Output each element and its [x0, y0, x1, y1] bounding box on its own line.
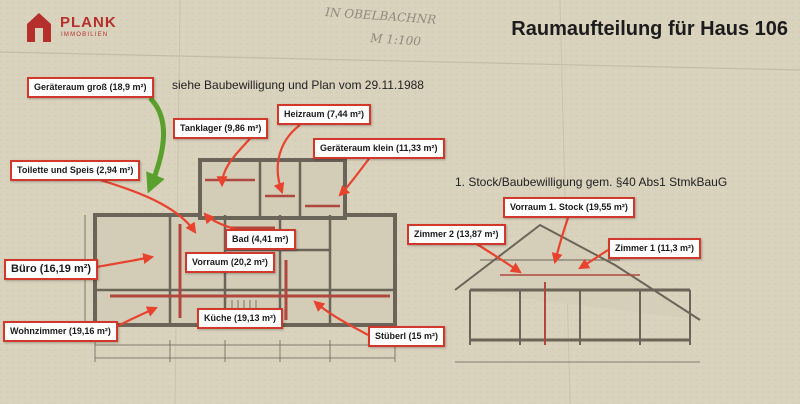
label-geraeteraum-gross: Geräteraum groß (18,9 m²): [27, 77, 154, 98]
label-heizraum: Heizraum (7,44 m²): [277, 104, 372, 125]
label-vorraum-1-stock: Vorraum 1. Stock (19,55 m²): [503, 197, 635, 218]
label-bad: Bad (4,41 m²): [225, 229, 296, 250]
label-stueberl: Stüberl (15 m²): [368, 326, 446, 347]
house-logo-icon: [27, 13, 51, 42]
label-toilette-speis: Toilette und Speis (2,94 m²): [10, 160, 141, 181]
brand-name: PLANK: [60, 14, 117, 31]
paper-fold: [0, 51, 800, 71]
label-zimmer-1: Zimmer 1 (11,3 m²): [608, 238, 702, 259]
label-geraeteraum-klein: Geräteraum klein (11,33 m²): [313, 138, 445, 159]
note-building-permit: siehe Baubewilligung und Plan vom 29.11.…: [172, 78, 424, 92]
note-first-floor: 1. Stock/Baubewilligung gem. §40 Abs1 St…: [455, 175, 728, 189]
brand-tagline: IMMOBILIEN: [61, 32, 109, 38]
page-title: Raumaufteilung für Haus 106: [511, 18, 788, 40]
label-vorraum: Vorraum (20,2 m²): [185, 252, 275, 273]
label-tanklager: Tanklager (9,86 m²): [173, 118, 269, 139]
label-buero: Büro (16,19 m²): [4, 259, 99, 280]
label-kueche: Küche (19,13 m²): [197, 308, 284, 329]
brand-logo: PLANK IMMOBILIEN: [24, 10, 144, 50]
green-arrow: [146, 96, 167, 194]
handwriting-scale: M 1:100: [369, 31, 422, 49]
label-wohnzimmer: Wohnzimmer (19,16 m²): [3, 321, 118, 342]
label-zimmer-2: Zimmer 2 (13,87 m²): [407, 224, 506, 245]
first-floor-section: [454, 223, 701, 363]
